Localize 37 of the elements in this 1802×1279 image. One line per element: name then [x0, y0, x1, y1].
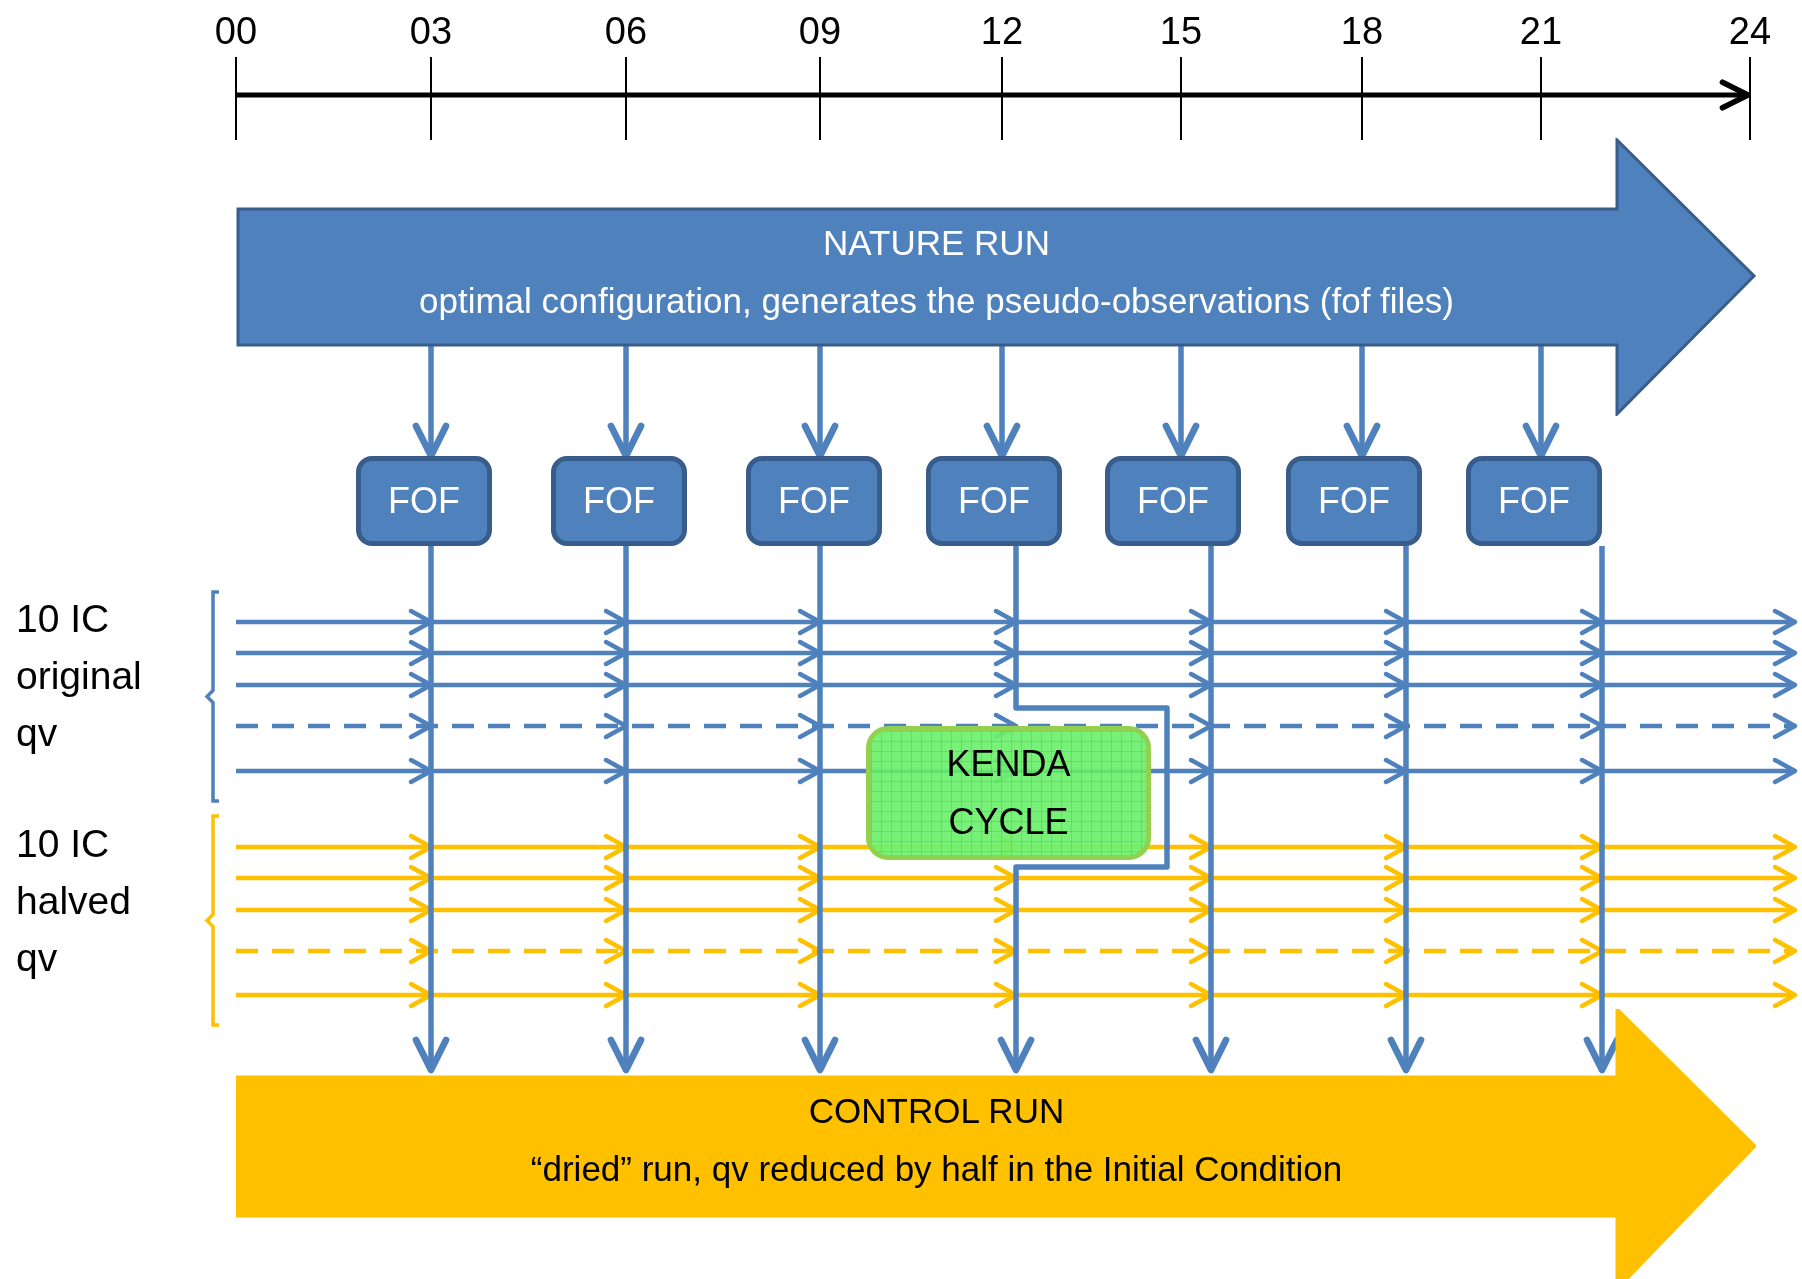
group-label: 10 IC original qv — [16, 596, 143, 756]
tick-label: 12 — [979, 9, 1025, 54]
run-description: optimal configuration, generates the pseudo-observations (fof files) — [418, 280, 1455, 322]
run-title: NATURE RUN — [822, 222, 1051, 264]
tick-label: 24 — [1727, 9, 1773, 54]
box-label: FOF — [958, 480, 1030, 522]
tick-label: 18 — [1339, 9, 1385, 54]
file-box — [1466, 456, 1602, 546]
file-box — [1105, 456, 1241, 546]
arrow — [607, 546, 645, 1074]
group-label: 10 IC halved qv — [16, 821, 132, 981]
arrow — [412, 546, 450, 1074]
file-box — [926, 456, 1062, 546]
box-label: FOF — [1137, 480, 1209, 522]
tick-label: 00 — [213, 9, 259, 54]
file-box — [551, 456, 687, 546]
tick-label: 03 — [408, 9, 454, 54]
box-label: FOF — [388, 480, 460, 522]
box-label: FOF — [778, 480, 850, 522]
cycle-box — [866, 726, 1151, 860]
tick-label: 09 — [797, 9, 843, 54]
box-label: FOF — [1498, 480, 1570, 522]
run-title: CONTROL RUN — [807, 1090, 1066, 1132]
box-label: FOF — [1318, 480, 1390, 522]
file-box — [1286, 456, 1422, 546]
box-label: KENDA CYCLE — [945, 742, 1072, 844]
tick-label: 06 — [603, 9, 649, 54]
box-label: FOF — [583, 480, 655, 522]
arrow — [1192, 546, 1230, 1074]
file-box — [356, 456, 492, 546]
arrow — [1387, 546, 1425, 1074]
tick-label: 15 — [1158, 9, 1204, 54]
arrow — [801, 546, 839, 1074]
run-description: “dried” run, qv reduced by half in the Initial Condition — [529, 1148, 1344, 1190]
file-box — [746, 456, 882, 546]
arrow — [997, 546, 1170, 1074]
tick-label: 21 — [1518, 9, 1564, 54]
